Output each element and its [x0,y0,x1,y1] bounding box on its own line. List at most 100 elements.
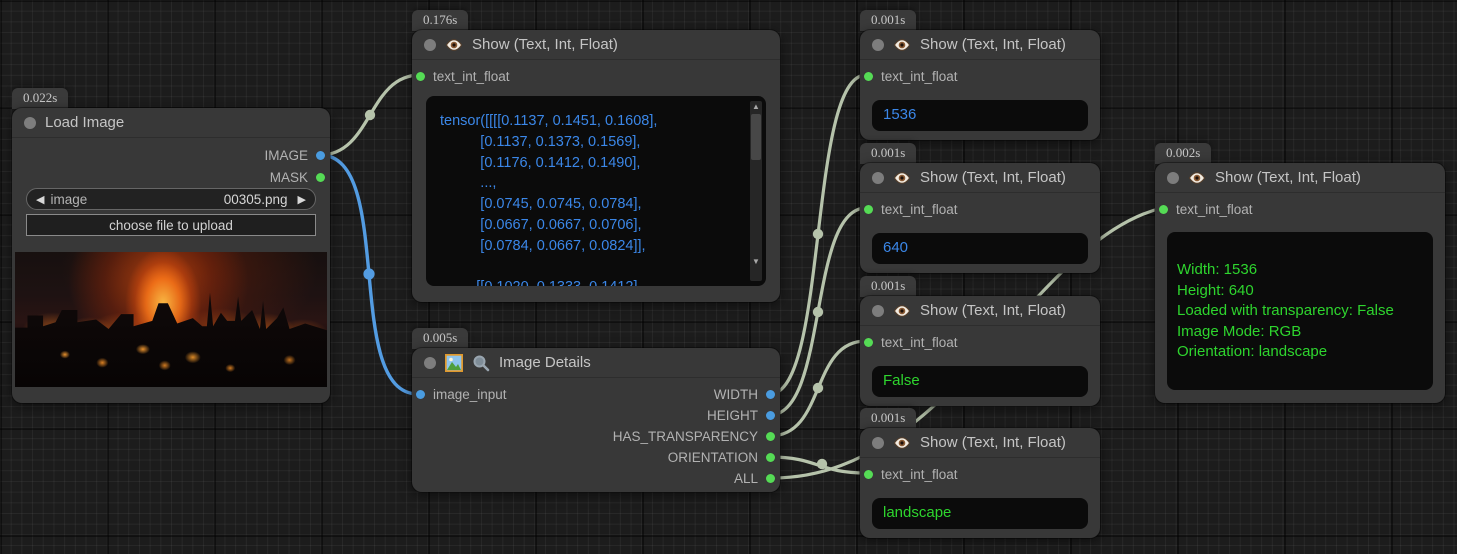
node-show-transparency[interactable]: Show (Text, Int, Float) text_int_float F… [860,296,1100,406]
output-slot-label: HAS_TRANSPARENCY [612,428,758,444]
output-slot-label: WIDTH [713,386,758,402]
input-slot-image-input[interactable]: image_input [415,385,507,403]
input-slot-text-int-float[interactable]: text_int_float [1158,200,1253,218]
input-slot-text-int-float[interactable]: text_int_float [863,200,958,218]
value-text-area[interactable]: False [872,366,1088,397]
collapse-dot[interactable] [424,356,436,369]
node-title-bar[interactable]: Image Details [412,348,780,378]
scroll-down-icon[interactable]: ▼ [752,257,760,266]
node-title: Show (Text, Int, Float) [472,36,618,53]
slot-dot[interactable] [416,389,425,399]
node-title-bar[interactable]: Show (Text, Int, Float) [860,296,1100,326]
output-slot-label: HEIGHT [706,407,758,423]
combo-value: 00305.png [223,191,288,207]
output-slot-image[interactable]: IMAGE [264,146,325,164]
exec-time-badge: 0.001s [860,276,917,297]
details-text[interactable]: Width: 1536 Height: 640 Loaded with tran… [1177,261,1394,360]
collapse-dot[interactable] [872,304,884,317]
node-title-bar[interactable]: Show (Text, Int, Float) [860,163,1100,193]
slot-dot[interactable] [766,389,775,399]
collapse-dot[interactable] [24,116,36,129]
exec-time-badge: 0.022s [12,88,69,109]
eye-icon [1188,171,1206,184]
node-load-image[interactable]: Load Image IMAGE MASK ◀ image 00305.png … [12,108,330,403]
slot-dot[interactable] [864,337,873,347]
node-title-bar[interactable]: Show (Text, Int, Float) [1155,163,1445,193]
tensor-text-area[interactable]: tensor([[[[0.1137, 0.1451, 0.1608], [0.1… [426,96,766,286]
slot-dot[interactable] [766,431,775,441]
slot-dot[interactable] [766,473,775,483]
input-slot-label: text_int_float [881,334,958,350]
value-text[interactable]: 640 [883,239,909,256]
wire-midpoint-dot[interactable] [812,306,824,318]
slot-dot[interactable] [766,410,775,420]
eye-icon [893,171,911,184]
tensor-text[interactable]: tensor([[[[0.1137, 0.1451, 0.1608], [0.1… [440,113,658,286]
node-show-orientation[interactable]: Show (Text, Int, Float) text_int_float l… [860,428,1100,538]
node-show-width[interactable]: Show (Text, Int, Float) text_int_float 1… [860,30,1100,140]
node-show-tensor[interactable]: Show (Text, Int, Float) text_int_float t… [412,30,780,302]
combo-next-icon[interactable]: ▶ [297,193,306,206]
output-slot-all[interactable]: ALL [734,469,775,487]
output-slot-height[interactable]: HEIGHT [707,406,775,424]
slot-dot[interactable] [316,172,325,182]
collapse-dot[interactable] [872,171,884,184]
input-slot-text-int-float[interactable]: text_int_float [863,67,958,85]
combo-name: image [50,191,88,207]
input-slot-text-int-float[interactable]: text_int_float [415,67,510,85]
output-slot-width[interactable]: WIDTH [714,385,775,403]
exec-time-badge: 0.176s [412,10,469,31]
wire-midpoint-dot[interactable] [363,268,375,280]
output-slot-label: ORIENTATION [667,449,758,465]
node-title-bar[interactable]: Load Image [12,108,330,138]
node-title-bar[interactable]: Show (Text, Int, Float) [412,30,780,60]
input-slot-text-int-float[interactable]: text_int_float [863,465,958,483]
output-slot-has-transparency[interactable]: HAS_TRANSPARENCY [613,427,775,445]
wire-midpoint-dot[interactable] [812,228,824,240]
value-text-area[interactable]: 1536 [872,100,1088,131]
output-slot-orientation[interactable]: ORIENTATION [668,448,775,466]
collapse-dot[interactable] [872,436,884,449]
exec-time-badge: 0.001s [860,143,917,164]
slot-dot[interactable] [864,469,873,479]
value-text[interactable]: False [883,372,920,389]
eye-icon [445,38,463,51]
node-show-height[interactable]: Show (Text, Int, Float) text_int_float 6… [860,163,1100,273]
image-combo-widget[interactable]: ◀ image 00305.png ▶ [26,188,316,210]
choose-file-button[interactable]: choose file to upload [26,214,316,236]
input-slot-label: text_int_float [1176,201,1253,217]
slot-dot[interactable] [1159,204,1168,214]
slot-dot[interactable] [864,71,873,81]
value-text-area[interactable]: 640 [872,233,1088,264]
scrollbar-thumb[interactable] [751,114,761,160]
details-text-area[interactable]: Width: 1536 Height: 640 Loaded with tran… [1167,232,1433,390]
combo-prev-icon[interactable]: ◀ [36,193,45,206]
value-text[interactable]: 1536 [883,106,917,123]
node-title-bar[interactable]: Show (Text, Int, Float) [860,30,1100,60]
output-slot-label: IMAGE [264,147,308,163]
node-image-details[interactable]: Image Details image_input WIDTH HEIGHT H… [412,348,780,492]
slot-dot[interactable] [416,71,425,81]
node-title-bar[interactable]: Show (Text, Int, Float) [860,428,1100,458]
exec-time-badge: 0.002s [1155,143,1212,164]
scroll-up-icon[interactable]: ▲ [752,102,760,111]
slot-dot[interactable] [766,452,775,462]
wire-midpoint-dot[interactable] [364,109,376,121]
collapse-dot[interactable] [424,38,436,51]
collapse-dot[interactable] [1167,171,1179,184]
slot-dot[interactable] [316,150,325,160]
scrollbar[interactable]: ▲ ▼ [750,101,762,281]
node-title: Show (Text, Int, Float) [920,36,1066,53]
node-show-all[interactable]: Show (Text, Int, Float) text_int_float W… [1155,163,1445,403]
collapse-dot[interactable] [872,38,884,51]
slot-dot[interactable] [864,204,873,214]
value-text[interactable]: landscape [883,504,952,521]
image-preview [15,252,327,387]
wire-midpoint-dot[interactable] [816,458,828,470]
wire-midpoint-dot[interactable] [812,382,824,394]
value-text-area[interactable]: landscape [872,498,1088,529]
node-title: Load Image [45,114,125,131]
output-slot-mask[interactable]: MASK [270,168,325,186]
input-slot-text-int-float[interactable]: text_int_float [863,333,958,351]
